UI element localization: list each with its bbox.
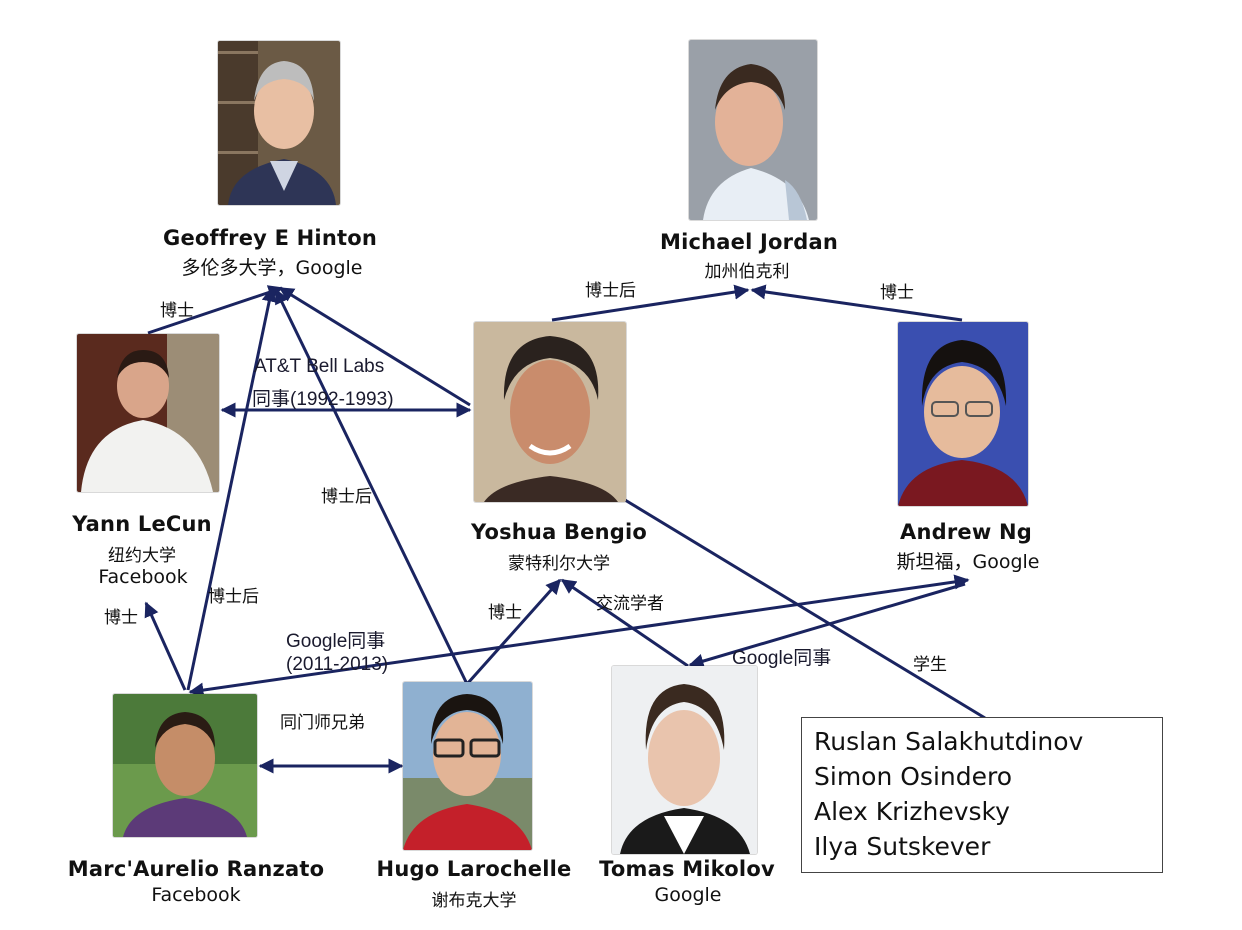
affiliation-lecun-1: 纽约大学 — [108, 546, 176, 566]
name-mikolov: Tomas Mikolov — [599, 857, 775, 881]
name-bengio: Yoshua Bengio — [470, 520, 648, 544]
edge-students-bengio — [624, 498, 986, 720]
edge-ng-mikolov — [688, 582, 966, 669]
photo-larochelle — [403, 682, 532, 850]
student-name: Simon Osindero — [814, 762, 1013, 791]
affiliation-bengio: 蒙特利尔大学 — [508, 554, 610, 574]
label-lecun-hinton: 博士 — [160, 301, 194, 321]
label-students-hinton: 学生 — [913, 655, 947, 675]
name-hinton: Geoffrey E Hinton — [163, 226, 377, 250]
student-name: Ruslan Salakhutdinov — [814, 727, 1084, 756]
name-ranzato: Marc'Aurelio Ranzato — [67, 857, 325, 881]
label-larochelle-bengio: 博士 — [488, 603, 522, 623]
photo-hinton — [218, 41, 340, 205]
edge-bengio-jordan — [551, 284, 750, 322]
student-name: Alex Krizhevsky — [814, 797, 1010, 826]
affiliation-jordan: 加州伯克利 — [704, 262, 790, 282]
label-mikolov-ng: Google同事 — [732, 648, 832, 669]
label-mikolov-bengio: 交流学者 — [596, 594, 664, 614]
photo-ranzato — [113, 694, 257, 837]
portrait-bengio — [474, 322, 626, 502]
label-bengio-jordan: 博士后 — [585, 281, 636, 301]
photo-ng — [898, 322, 1028, 506]
label-ng-jordan: 博士 — [880, 283, 914, 303]
portrait-lecun — [77, 334, 219, 492]
edge-larochelle-bengio — [466, 578, 562, 684]
label-bell-labs-1: AT&T Bell Labs — [254, 356, 385, 377]
photo-jordan — [689, 40, 817, 220]
label-ranzato-hinton: 博士后 — [208, 587, 259, 607]
edge-ranzato-ng — [188, 574, 970, 698]
edge-mikolov-bengio — [560, 578, 689, 668]
label-larochelle-hinton: 博士后 — [321, 487, 372, 507]
portrait-ng — [898, 322, 1028, 506]
portrait-jordan — [689, 40, 817, 220]
label-google-colleague-1: Google同事 — [286, 631, 386, 652]
photo-mikolov — [612, 666, 757, 854]
name-larochelle: Hugo Larochelle — [376, 857, 572, 881]
affiliation-hinton: 多伦多大学，Google — [181, 257, 363, 279]
label-fellow-students: 同门师兄弟 — [280, 713, 365, 733]
affiliation-larochelle: 谢布克大学 — [431, 891, 517, 911]
label-bell-labs-2: 同事(1992-1993) — [252, 389, 394, 410]
edge-lecun-hinton — [147, 285, 284, 335]
student-name: Ilya Sutskever — [814, 832, 991, 861]
label-ranzato-lecun: 博士 — [104, 608, 138, 628]
portrait-hinton — [218, 41, 340, 205]
edge-ranzato-lecun — [144, 601, 187, 691]
label-google-colleague-2: (2011-2013) — [286, 654, 389, 675]
photo-lecun — [77, 334, 219, 492]
affiliation-ng: 斯坦福，Google — [896, 551, 1040, 573]
affiliation-ranzato: Facebook — [151, 884, 241, 906]
affiliation-mikolov: Google — [654, 884, 722, 906]
portrait-ranzato — [113, 694, 257, 837]
portrait-mikolov — [612, 666, 757, 854]
affiliation-lecun-2: Facebook — [98, 566, 188, 588]
photo-bengio — [474, 322, 626, 502]
edge-ng-jordan — [750, 284, 963, 322]
name-lecun: Yann LeCun — [72, 512, 212, 536]
students-box: Ruslan Salakhutdinov Simon Osindero Alex… — [801, 717, 1163, 873]
portrait-larochelle — [403, 682, 532, 850]
edge-bengio-hinton — [278, 286, 471, 407]
name-jordan: Michael Jordan — [660, 230, 838, 254]
name-ng: Andrew Ng — [900, 520, 1032, 544]
